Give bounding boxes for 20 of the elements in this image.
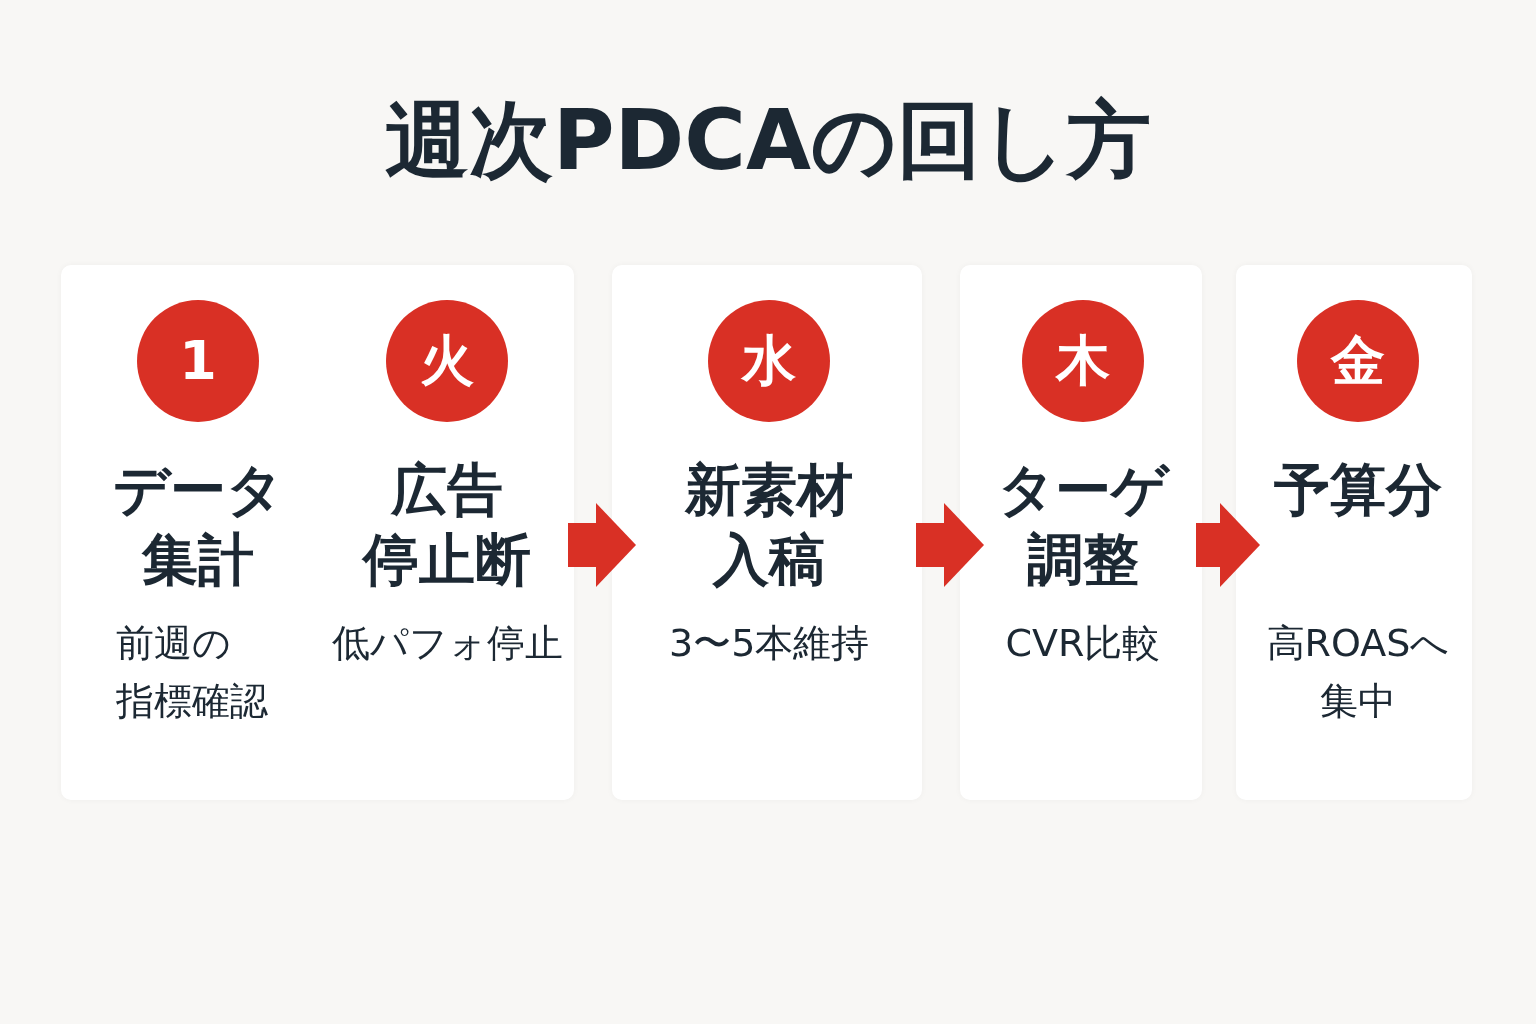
number-badge: 火 [386,300,508,422]
step-card [612,265,922,800]
step-heading: 広告停止断 [363,456,531,594]
title: 週次PDCAの回し方 [384,90,1152,191]
step-description: 高ROASへ集中 [1266,620,1450,725]
number-badge: 金 [1297,300,1419,422]
number-badge: 木 [1022,300,1144,422]
step-description: 前週の指標確認 [116,620,268,725]
step-card [1236,265,1472,800]
number-badge: 水 [708,300,830,422]
step-description: 低パフォ停止 [331,620,563,667]
step-description: 3〜5本維持 [669,620,870,667]
step-heading: 予算分 [1274,456,1442,524]
step-card [61,265,574,800]
number-badge: 1 [137,300,259,422]
step-description: CVR比較 [1005,620,1161,667]
step-heading: ターゲ調整 [998,456,1168,594]
step-card [960,265,1202,800]
step-heading: 新素材入稿 [685,456,853,594]
step-heading: データ集計 [113,456,283,594]
